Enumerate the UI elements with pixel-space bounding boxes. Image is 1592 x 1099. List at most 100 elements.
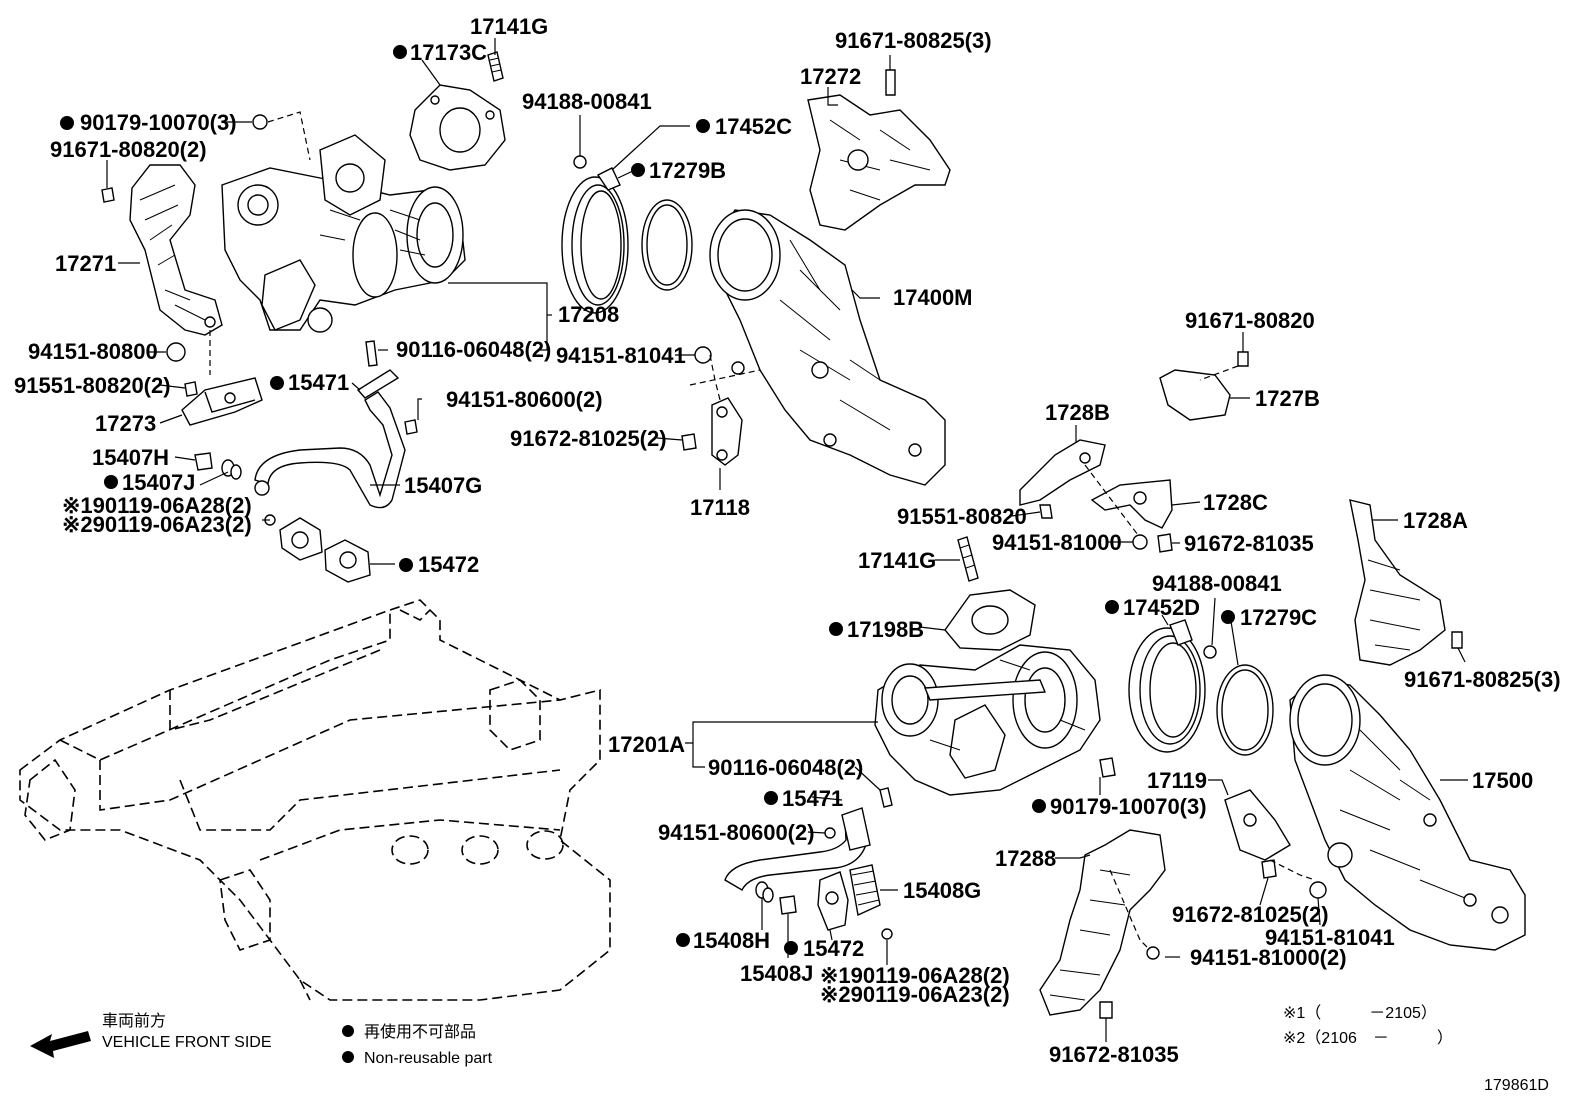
leader-lines: [106, 38, 1468, 1042]
heat-insulator-17271: [129, 164, 223, 336]
callout-17208: 17208: [558, 302, 619, 327]
bracket-17119: [1224, 789, 1327, 899]
callout-94188-00841-top: 94188-00841: [522, 89, 652, 114]
callout-94151-81000-2: 94151-81000(2): [1190, 945, 1347, 970]
nonreusable-label-en: Non-reusable part: [364, 1050, 493, 1067]
callout-17198B: 17198B: [847, 617, 924, 642]
callout-15472-bot: 15472: [803, 936, 864, 961]
callout-91551-80820-2: 91551-80820(2): [14, 373, 171, 398]
callout-91671-80820: 91671-80820: [1185, 308, 1315, 333]
callout-91671-80825-3-right: 91671-80825(3): [1404, 667, 1561, 692]
callout-17173C: 17173C: [410, 40, 487, 65]
callout-290119-06A23-top: ※290119-06A23(2): [62, 512, 252, 537]
legend: 車両前方 VEHICLE FRONT SIDE 再使用不可部品 Non-reus…: [30, 1004, 1549, 1094]
callout-94151-80600-2-bot: 94151-80600(2): [658, 820, 815, 845]
nonreusable-bullet-icon: [342, 1025, 354, 1037]
callout-17141G-top: 17141G: [470, 14, 548, 39]
gasket-15472-bot: [817, 871, 849, 931]
callout-91672-81035-mid: 91672-81035: [1184, 531, 1314, 556]
callout-17119: 17119: [1147, 768, 1207, 793]
callout-94151-81000: 94151-81000: [992, 530, 1122, 555]
catalytic-converter-17500: [1289, 674, 1526, 951]
callout-15471-top: 15471: [288, 370, 349, 395]
bracket-1728B: [1019, 439, 1106, 519]
nonreusable-label-jp: 再使用不可部品: [364, 1023, 476, 1041]
callout-17279C: 17279C: [1240, 605, 1317, 630]
callout-1727B: 1727B: [1255, 386, 1320, 411]
callout-91672-81025-2-bot: 91672-81025(2): [1172, 902, 1329, 927]
callout-15472-top: 15472: [418, 552, 479, 577]
callout-190119-06A28-bot: ※190119-06A28(2): [820, 963, 1010, 988]
ring-17279C: [1216, 664, 1274, 756]
callout-17118: 17118: [690, 495, 750, 520]
callout-17273: 17273: [95, 411, 156, 436]
vehicle-front-label-en: VEHICLE FRONT SIDE: [102, 1034, 272, 1051]
callout-90116-06048-2-bot: 90116-06048(2): [708, 755, 863, 780]
bracket-17273: [181, 377, 263, 426]
heat-insulator-17288: [1039, 829, 1166, 1019]
callout-91672-81025-2-top: 91672-81025(2): [510, 426, 667, 451]
callout-15408G: 15408G: [903, 878, 981, 903]
callout-15407J: 15407J: [122, 470, 195, 495]
nonreusable-markers: [60, 45, 1235, 955]
callout-1728B: 1728B: [1045, 400, 1110, 425]
callout-91671-80820-2: 91671-80820(2): [50, 137, 207, 162]
oil-pipe-15408G: [724, 807, 881, 917]
heat-insulator-17272: [807, 69, 951, 231]
callout-91671-80825-3-top: 91671-80825(3): [835, 28, 992, 53]
catalytic-converter-17400M: [709, 209, 946, 486]
callout-17288: 17288: [995, 846, 1056, 871]
nonreusable-bullet-icon-2: [342, 1051, 354, 1063]
engine-block-outline: [19, 599, 611, 1001]
callout-17201A: 17201A: [608, 732, 685, 757]
callout-15408H: 15408H: [693, 928, 770, 953]
gasket-15471-top: [356, 369, 400, 399]
callout-labels: 17141G 17173C 90179-10070(3) 91671-80820…: [14, 14, 1561, 1067]
callout-15407H: 15407H: [92, 445, 169, 470]
callout-15471-bot: 15471: [782, 786, 843, 811]
vehicle-front-arrow-icon: [30, 1031, 91, 1058]
turbocharger-lower: [874, 644, 1116, 796]
gasket-17198B: [944, 589, 1036, 651]
note-1: ※1（ －2105）: [1283, 1004, 1437, 1022]
callout-94151-81041-bot: 94151-81041: [1265, 925, 1395, 950]
callout-94151-81041-top: 94151-81041: [556, 343, 686, 368]
heat-insulator-1728A: [1349, 499, 1463, 666]
bracket-17118: [681, 346, 743, 466]
callout-190119-06A28-top: ※190119-06A28(2): [62, 493, 252, 518]
callout-94188-00841-mid: 94188-00841: [1152, 571, 1282, 596]
callout-1728C: 1728C: [1203, 490, 1268, 515]
gasket-15472-top: [279, 517, 371, 583]
ring-17279B: [641, 199, 693, 291]
note-2: ※2（2106 － ）: [1283, 1029, 1453, 1047]
callout-17452C: 17452C: [715, 114, 792, 139]
callout-17141G-mid: 17141G: [858, 548, 936, 573]
callout-91551-80820: 91551-80820: [897, 504, 1027, 529]
clamp-17452D: [1128, 619, 1217, 753]
stud-17141G-mid: [957, 536, 979, 582]
callout-15407G: 15407G: [404, 473, 482, 498]
turbocharger-upper: [221, 134, 466, 333]
callout-91672-81035-bot: 91672-81035: [1049, 1042, 1179, 1067]
callout-90116-06048-2-top: 90116-06048(2): [396, 337, 551, 362]
stud-17141G-top: [487, 51, 504, 82]
callout-1728A: 1728A: [1403, 508, 1468, 533]
callout-15408J: 15408J: [740, 961, 813, 986]
callout-17279B: 17279B: [649, 158, 726, 183]
clamp-17452C: [561, 155, 629, 314]
callout-17500: 17500: [1472, 768, 1533, 793]
callout-17452D: 17452D: [1123, 595, 1200, 620]
callout-94151-80600-2-top: 94151-80600(2): [446, 387, 603, 412]
figure-id: 179861D: [1484, 1077, 1549, 1094]
callout-290119-06A23-bot: ※290119-06A23(2): [820, 982, 1010, 1007]
callout-17272: 17272: [800, 64, 861, 89]
callout-90179-10070-3-bot: 90179-10070(3): [1050, 794, 1207, 819]
oil-pipe-15407G: [254, 391, 406, 509]
vehicle-front-label-jp: 車両前方: [102, 1012, 166, 1030]
callout-94151-80800: 94151-80800: [28, 339, 158, 364]
small-fasteners-lower: [755, 787, 893, 940]
callout-90179-10070-3: 90179-10070(3): [80, 110, 237, 135]
callout-17271: 17271: [55, 251, 116, 276]
callout-17400M: 17400M: [893, 285, 973, 310]
